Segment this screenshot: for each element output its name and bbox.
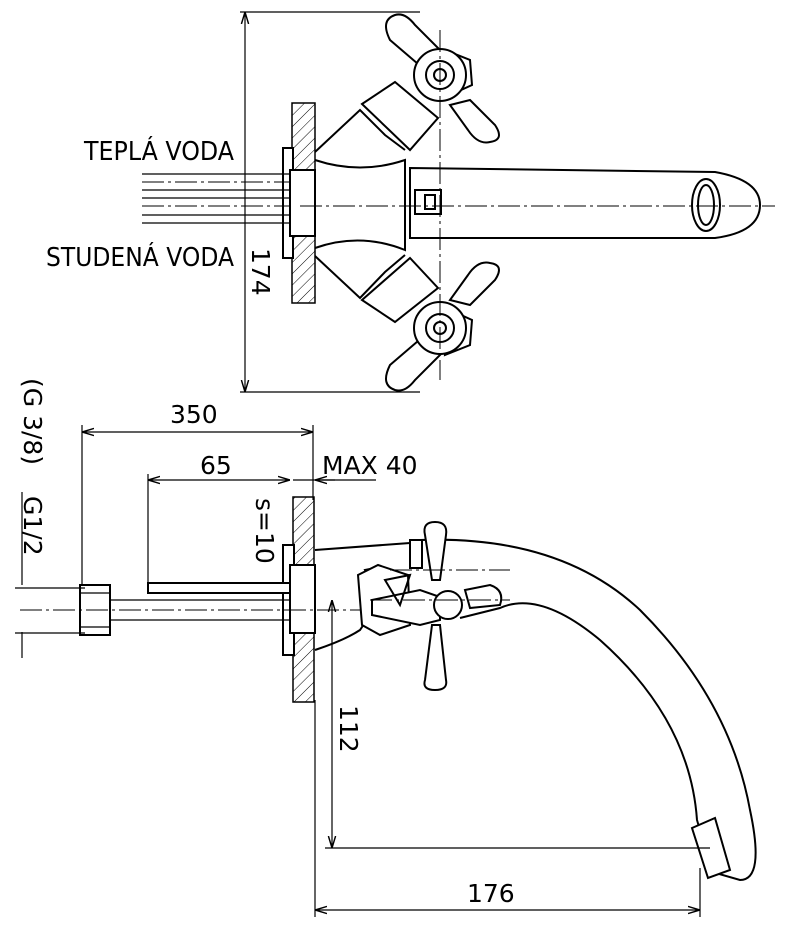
side-spout-nut: [409, 539, 423, 569]
dimension-65: 65: [200, 451, 232, 480]
dimension-176: 176: [467, 879, 515, 908]
side-valve: [356, 520, 510, 692]
dimension-174: 174: [246, 248, 275, 296]
dimension-g12: G1/2: [18, 496, 47, 556]
side-spout-outlet: [690, 816, 732, 880]
top-supply-pipes: [142, 173, 290, 224]
hot-water-label: TEPLÁ VODA: [83, 135, 234, 167]
dimension-112: 112: [334, 705, 363, 753]
side-tail-pipe: [147, 582, 291, 594]
top-flange-inner: [289, 169, 316, 237]
top-body-center: [314, 158, 406, 252]
dimension-350: 350: [170, 400, 218, 429]
top-spout-outlet: [691, 178, 721, 232]
top-body-lower-arm: [314, 254, 406, 300]
top-view: [142, 11, 775, 393]
top-valve-cold: [360, 256, 500, 392]
dimension-g38: (G 3/8): [18, 378, 47, 465]
dimension-max-40: MAX 40: [322, 451, 418, 480]
cold-water-label: STUDENÁ VODA: [46, 241, 234, 273]
top-spout: [409, 166, 762, 239]
side-view: [15, 425, 757, 917]
top-valve-hot: [360, 13, 500, 152]
dimension-s10: s=10: [250, 498, 279, 564]
top-body-upper-arm: [314, 108, 406, 153]
side-body: [314, 538, 757, 882]
